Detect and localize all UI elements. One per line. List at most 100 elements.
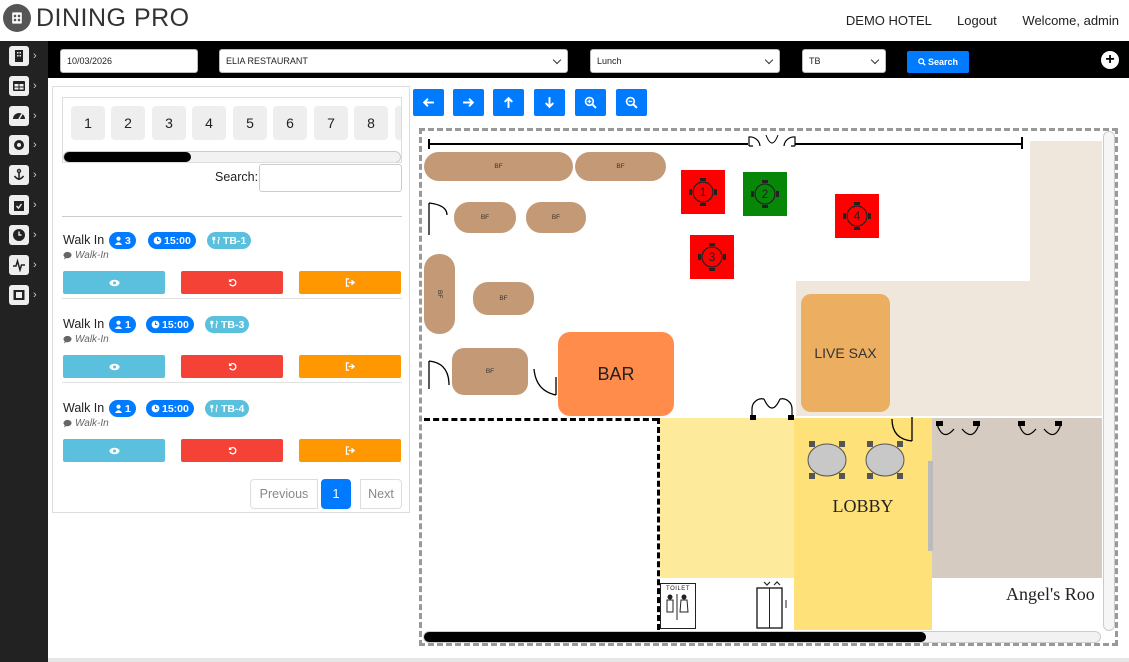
hotel-icon[interactable] bbox=[9, 46, 29, 66]
chevron-right-icon: › bbox=[33, 80, 37, 92]
pagination-page-1[interactable]: 1 bbox=[321, 479, 351, 509]
pan-up-button[interactable] bbox=[493, 89, 524, 116]
filter-toolbar: 10/03/2026 ELIA RESTAURANT Lunch TB Sear… bbox=[48, 41, 1129, 78]
dashed-wall bbox=[424, 418, 658, 421]
pan-right-button[interactable] bbox=[453, 89, 484, 116]
floor-plan[interactable]: BF BF BF BF BF BF BF BAR LIVE SAX 1 2 4 … bbox=[419, 128, 1118, 646]
logout-link[interactable]: Logout bbox=[957, 13, 997, 28]
floor-horizontal-scroll-thumb[interactable] bbox=[424, 632, 926, 642]
table-type-select[interactable]: TB bbox=[802, 49, 886, 73]
reservation-separator bbox=[62, 382, 402, 383]
settings-icon[interactable] bbox=[9, 135, 29, 155]
table-seat-icon: 3 bbox=[697, 242, 727, 272]
table-number-strip: 1 2 3 4 5 6 7 8 bbox=[62, 97, 402, 163]
buffet-table[interactable]: BF bbox=[473, 282, 534, 315]
buffet-table[interactable]: BF bbox=[454, 202, 516, 233]
table-name: TB-4 bbox=[221, 402, 245, 415]
lobby-sofa-icon bbox=[807, 441, 847, 479]
checkout-reservation-button[interactable] bbox=[299, 271, 401, 294]
table-number-button[interactable]: 1 bbox=[71, 106, 105, 140]
buffet-table[interactable]: BF bbox=[424, 152, 573, 181]
add-reservation-button[interactable]: + bbox=[1101, 51, 1119, 69]
undo-reservation-button[interactable] bbox=[181, 271, 283, 294]
floor-horizontal-scrollbar[interactable] bbox=[423, 631, 1101, 643]
reservation-note-text: Walk-In bbox=[75, 250, 109, 261]
dashed-wall bbox=[657, 418, 660, 630]
calendar-check-icon[interactable] bbox=[9, 195, 29, 215]
floor-vertical-scrollbar[interactable] bbox=[1103, 131, 1115, 631]
reservation-card: Walk In 1 15:00 TB-4 Walk-In bbox=[62, 399, 402, 483]
dashboard-icon[interactable] bbox=[9, 106, 29, 126]
meal-select[interactable]: Lunch bbox=[590, 49, 780, 73]
table-badge: TB-1 bbox=[207, 232, 252, 249]
table-icon[interactable] bbox=[9, 76, 29, 96]
table-number-button[interactable]: 7 bbox=[314, 106, 348, 140]
buffet-table[interactable]: BF bbox=[575, 152, 666, 181]
elevator bbox=[754, 580, 790, 630]
guest-count: 1 bbox=[125, 402, 131, 415]
table-number-button[interactable]: 2 bbox=[111, 106, 145, 140]
date-input[interactable]: 10/03/2026 bbox=[60, 49, 198, 73]
buffet-table[interactable]: BF bbox=[526, 202, 586, 233]
wall-line bbox=[795, 143, 1023, 145]
dining-table-1[interactable]: 1 bbox=[681, 170, 725, 214]
sign-out-icon bbox=[345, 362, 355, 371]
dining-table-4[interactable]: 4 bbox=[835, 194, 879, 238]
cutlery-icon bbox=[210, 404, 218, 413]
table-number-button[interactable]: 4 bbox=[192, 106, 226, 140]
room-label: Angel's Roo bbox=[1006, 584, 1095, 604]
view-reservation-button[interactable] bbox=[63, 271, 165, 294]
anchor-icon[interactable] bbox=[9, 165, 29, 185]
table-strip-scroll-thumb[interactable] bbox=[64, 152, 191, 162]
chevron-right-icon: › bbox=[33, 289, 37, 301]
table-number-button[interactable]: 5 bbox=[233, 106, 267, 140]
table-number-button[interactable]: 6 bbox=[273, 106, 307, 140]
reservation-panel: 1 2 3 4 5 6 7 8 Search: Walk In 3 15:00 … bbox=[52, 86, 410, 513]
clock-icon bbox=[151, 320, 160, 329]
undo-reservation-button[interactable] bbox=[181, 439, 283, 462]
hotel-name-link[interactable]: DEMO HOTEL bbox=[845, 13, 932, 28]
undo-reservation-button[interactable] bbox=[181, 355, 283, 378]
buffet-table[interactable]: BF bbox=[452, 348, 528, 395]
table-seat-icon: 4 bbox=[842, 201, 872, 231]
search-button-label: Search bbox=[927, 57, 959, 67]
checkout-reservation-button[interactable] bbox=[299, 355, 401, 378]
app-brand: DINING PRO bbox=[36, 4, 190, 32]
clock-icon[interactable] bbox=[9, 225, 29, 245]
heartbeat-icon[interactable] bbox=[9, 255, 29, 275]
search-label: Search: bbox=[215, 170, 259, 184]
pagination-previous[interactable]: Previous bbox=[250, 479, 318, 509]
pan-left-button[interactable] bbox=[413, 89, 444, 116]
table-number-label: 1 bbox=[699, 185, 707, 199]
restaurant-select-value: ELIA RESTAURANT bbox=[226, 56, 308, 66]
pagination-next[interactable]: Next bbox=[360, 479, 402, 509]
table-number-label: 3 bbox=[708, 250, 716, 264]
sign-out-icon bbox=[345, 278, 355, 287]
restaurant-select[interactable]: ELIA RESTAURANT bbox=[219, 49, 568, 73]
pan-down-button[interactable] bbox=[534, 89, 565, 116]
chevron-right-icon: › bbox=[33, 139, 37, 151]
film-icon[interactable] bbox=[9, 285, 29, 305]
reservation-search-input[interactable] bbox=[259, 164, 402, 192]
search-button[interactable]: Search bbox=[907, 51, 969, 73]
view-reservation-button[interactable] bbox=[63, 355, 165, 378]
double-door-icon bbox=[750, 398, 794, 420]
double-door-icon bbox=[1018, 421, 1062, 436]
table-number-button[interactable]: 8 bbox=[354, 106, 388, 140]
checkout-reservation-button[interactable] bbox=[299, 439, 401, 462]
zoom-in-button[interactable] bbox=[575, 89, 606, 116]
zoom-out-button[interactable] bbox=[616, 89, 647, 116]
wall-line bbox=[428, 143, 748, 145]
dining-table-2[interactable]: 2 bbox=[743, 172, 787, 216]
table-strip-scrollbar[interactable] bbox=[63, 151, 401, 162]
time-badge: 15:00 bbox=[146, 400, 194, 417]
view-reservation-button[interactable] bbox=[63, 439, 165, 462]
table-number-button[interactable]: 3 bbox=[152, 106, 186, 140]
reservation-name: Walk In bbox=[63, 233, 105, 247]
reservation-note: Walk-In bbox=[63, 250, 109, 261]
buffet-table[interactable]: BF bbox=[424, 254, 455, 334]
lobby-sofa-icon bbox=[865, 441, 905, 479]
table-number-button-partial[interactable] bbox=[395, 106, 401, 140]
dining-table-3[interactable]: 3 bbox=[690, 235, 734, 279]
